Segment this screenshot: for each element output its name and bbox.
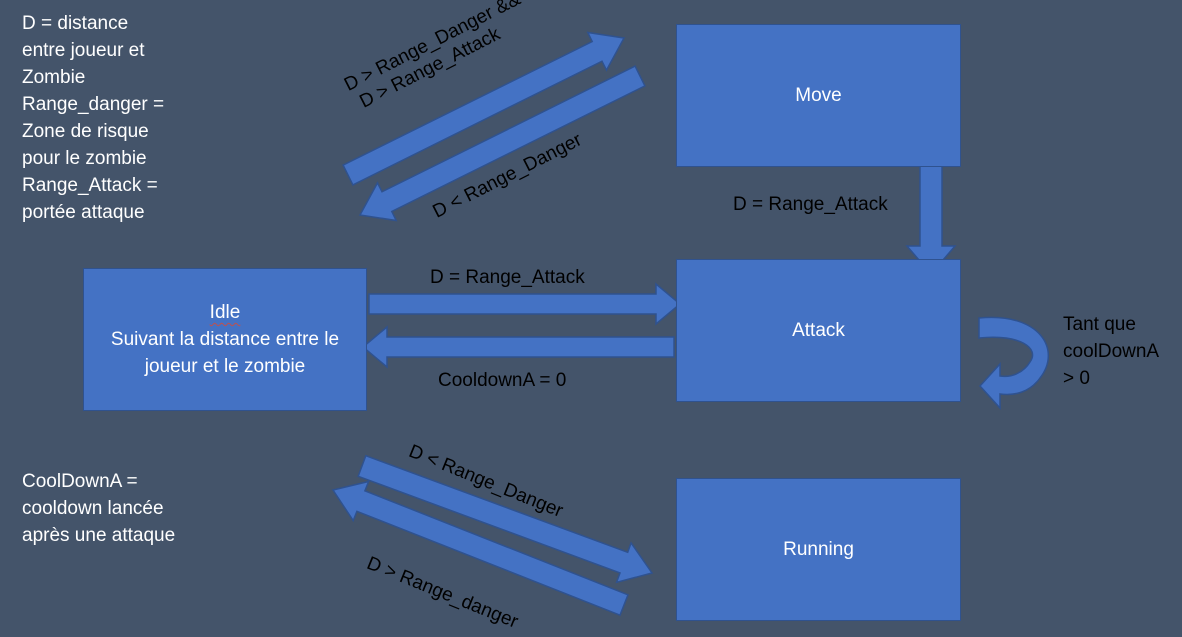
legend-line: Range_danger = (22, 94, 165, 115)
state-running-label: Running (783, 539, 854, 560)
arrow-move-to-idle (358, 65, 646, 222)
state-idle-line1: Suivant la distance entre le (110, 329, 340, 350)
legend-top: D = distance entre joueur et Zombie Rang… (22, 10, 164, 226)
legend-line: après une attaque (22, 525, 176, 546)
arrow-attack-self-loop (978, 316, 1050, 410)
legend-line: D = distance (22, 13, 129, 34)
state-running[interactable]: Running (676, 478, 961, 621)
legend-line: Range_Attack = (22, 175, 158, 196)
legend-line: cooldown lancée (22, 498, 164, 519)
arrow-idle-to-move (342, 31, 626, 186)
legend-line: Zone de risque (22, 121, 149, 142)
legend-line: CoolDownA = (22, 471, 138, 492)
state-move-label: Move (795, 85, 842, 106)
legend-bottom: CoolDownA = cooldown lancée après une at… (22, 468, 175, 549)
state-idle-title: Idle (209, 302, 241, 323)
legend-line: pour le zombie (22, 148, 147, 169)
state-idle-line2: joueur et le zombie (144, 356, 306, 377)
arrow-idle-to-attack (368, 282, 682, 326)
legend-line: entre joueur et (22, 40, 145, 61)
state-attack-label: Attack (792, 320, 845, 341)
legend-line: portée attaque (22, 202, 145, 223)
state-attack[interactable]: Attack (676, 259, 961, 402)
arrow-running-to-idle (331, 480, 629, 617)
legend-line: Zombie (22, 67, 86, 88)
state-idle[interactable]: Idle Suivant la distance entre le joueur… (83, 268, 367, 411)
label-idle-to-attack: D = Range_Attack (430, 267, 585, 288)
label-attack-to-idle: CooldownA = 0 (438, 370, 567, 391)
state-move[interactable]: Move (676, 24, 961, 167)
arrow-attack-to-idle (361, 325, 675, 369)
label-move-to-attack: D = Range_Attack (733, 194, 888, 215)
label-attack-self: Tant que coolDownA > 0 (1063, 314, 1160, 389)
arrow-idle-to-running (357, 454, 654, 584)
